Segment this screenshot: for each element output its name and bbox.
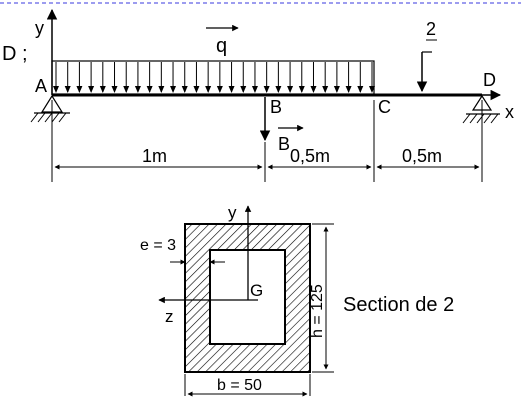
width-label: b = 50 <box>217 377 262 394</box>
distributed-load-arrowhead <box>205 86 212 93</box>
section-caption: Section de 2 <box>343 294 454 316</box>
distributed-load-arrowhead <box>216 86 223 93</box>
distributed-load-arrowhead <box>134 86 141 93</box>
dimension-cd-label: 0,5m <box>402 146 442 166</box>
distributed-load-arrowhead <box>275 86 282 93</box>
point-a-label: A <box>35 76 47 96</box>
distributed-load-arrowhead <box>251 86 258 93</box>
point-c-label: C <box>378 97 391 117</box>
distributed-load-arrowhead <box>111 86 118 93</box>
distributed-load-arrowhead <box>310 86 317 93</box>
distributed-load-arrowhead <box>170 86 177 93</box>
leading-text: D ; <box>2 43 28 65</box>
height-label: h = 125 <box>309 284 326 338</box>
distributed-load-arrowhead <box>369 86 375 93</box>
distributed-load-arrowhead <box>53 86 59 93</box>
point-d-label: D <box>483 70 496 90</box>
distributed-load-arrowhead <box>193 86 200 93</box>
point-load-c-label: 2 <box>426 19 436 39</box>
distributed-load-arrowhead <box>298 86 305 93</box>
dimension-bc-label: 0,5m <box>290 146 330 166</box>
point-b-label: B <box>270 97 282 117</box>
dimension-ab-label: 1m <box>142 146 167 166</box>
distributed-load-arrowhead <box>333 86 340 93</box>
section-z-label: z <box>165 307 174 326</box>
width-dimension <box>184 374 311 397</box>
thickness-label: e = 3 <box>140 237 176 254</box>
distributed-load-arrowhead <box>158 86 165 93</box>
distributed-load-arrowhead <box>240 86 247 93</box>
point-load-b-label: B <box>278 134 290 154</box>
distributed-load-arrowhead <box>64 86 71 93</box>
section-y-label: y <box>228 203 237 222</box>
distributed-load-label: q <box>216 35 227 57</box>
support-a <box>30 94 70 123</box>
distributed-load-arrowhead <box>99 86 106 93</box>
distributed-load-arrowhead <box>287 86 294 93</box>
dimension-lines <box>51 100 483 182</box>
distributed-load-arrowhead <box>263 86 270 93</box>
distributed-load-arrowhead <box>228 86 235 93</box>
centroid-label: G <box>250 281 263 300</box>
distributed-load-arrowhead <box>322 86 329 93</box>
distributed-load-arrowhead <box>345 86 352 93</box>
distributed-load-arrows <box>53 62 375 93</box>
distributed-load-arrowhead <box>76 86 83 93</box>
beam-y-label: y <box>35 18 44 38</box>
distributed-load-arrowhead <box>181 86 188 93</box>
beam-x-label: x <box>505 102 514 122</box>
height-dimension <box>312 223 334 373</box>
distributed-load-arrowhead <box>146 86 153 93</box>
distributed-load-arrowhead <box>88 86 95 93</box>
distributed-load-arrowhead <box>123 86 130 93</box>
distributed-load-arrowhead <box>357 86 364 93</box>
